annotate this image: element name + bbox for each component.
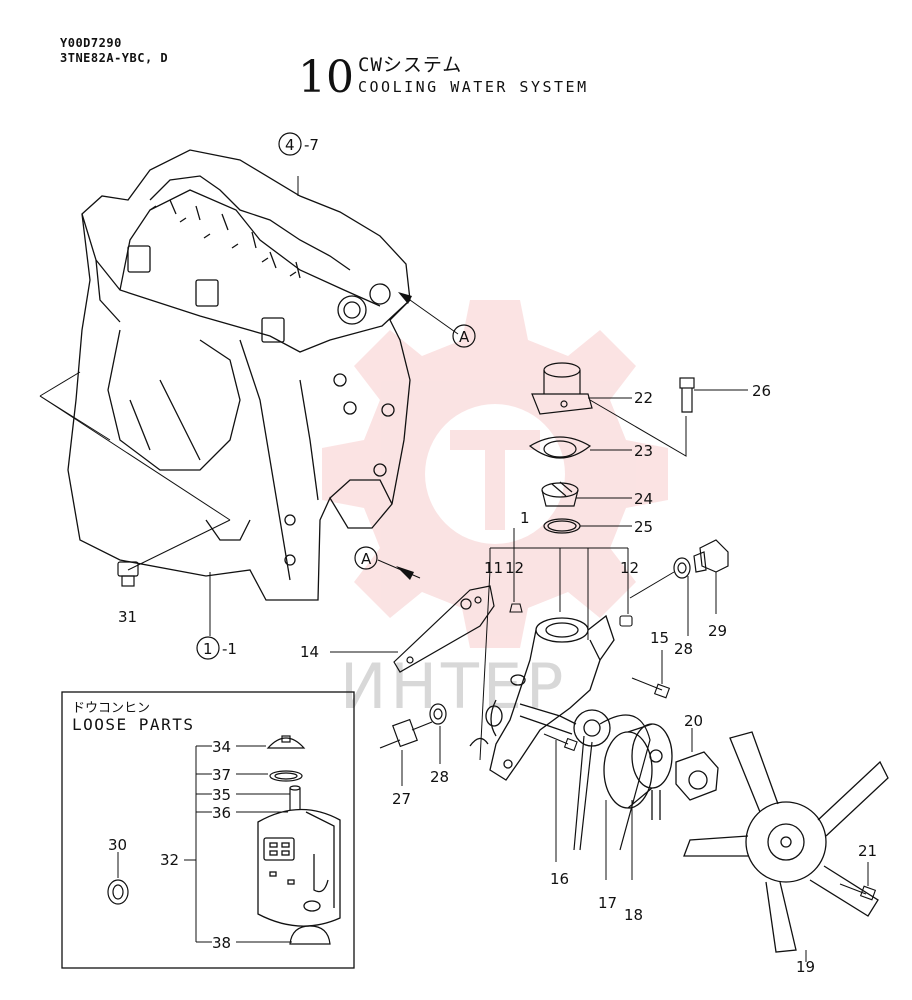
loose-part-30-washer xyxy=(107,852,129,905)
arrow-a2 xyxy=(396,566,414,580)
pulley-18 xyxy=(603,723,673,880)
label-part-29: 29 xyxy=(708,622,727,640)
arrow-a1 xyxy=(398,292,412,304)
label-part-14: 14 xyxy=(300,643,319,661)
loose-parts-title-en: LOOSE PARTS xyxy=(72,715,195,734)
bolt-15 xyxy=(631,650,671,699)
thermostat-cover-22 xyxy=(531,362,632,415)
label-part-38: 38 xyxy=(212,934,231,952)
label-part-25: 25 xyxy=(634,518,653,536)
cooling-fan-19 xyxy=(683,731,889,962)
watermark-text: ИНТЕР xyxy=(340,650,567,723)
label-part-32: 32 xyxy=(160,851,179,869)
loose-parts-title-jp: ドウコンヒン xyxy=(72,701,151,716)
thermostat-24 xyxy=(541,481,632,507)
o-ring-25 xyxy=(543,518,632,534)
callout-block-number: 1 xyxy=(203,640,213,658)
label-part-11: 11 xyxy=(484,559,503,577)
connector-a-circle-1 xyxy=(452,324,476,348)
label-part-31: 31 xyxy=(118,608,137,626)
loose-parts-bracket xyxy=(184,745,292,943)
label-part-27: 27 xyxy=(392,790,411,808)
callout-circle-head xyxy=(278,132,302,156)
catalog-code: Y00D7290 xyxy=(60,36,122,50)
callout-head-number: 4 xyxy=(285,136,295,154)
label-part-28b: 28 xyxy=(674,640,693,658)
connector-a-label-2: A xyxy=(361,550,372,568)
label-part-22: 22 xyxy=(634,389,653,407)
washer-28-left xyxy=(429,703,447,764)
label-part-1: 1 xyxy=(520,509,530,527)
watermark-gear xyxy=(322,300,668,648)
bolt-16 xyxy=(543,733,578,862)
label-part-30: 30 xyxy=(108,836,127,854)
loose-part-34-cap xyxy=(266,735,306,749)
loose-part-labels: 30 32 34 37 35 36 38 xyxy=(108,738,231,952)
label-part-26: 26 xyxy=(752,382,771,400)
label-part-35: 35 xyxy=(212,786,231,804)
label-part-34: 34 xyxy=(212,738,231,756)
engine-block-drawing xyxy=(67,149,411,601)
spacer-20 xyxy=(675,728,719,801)
connector-a-label-1: A xyxy=(459,328,470,346)
section-number: 10 xyxy=(298,52,354,103)
part-14-gasket xyxy=(330,585,495,673)
bracket-part-1 xyxy=(479,528,629,761)
part-31-drain-plug xyxy=(117,561,139,587)
label-part-12a: 12 xyxy=(505,559,524,577)
v-belt-17 xyxy=(573,714,651,880)
loose-part-38-cap xyxy=(289,925,331,945)
label-part-16: 16 xyxy=(550,870,569,888)
callout-head-suffix: -7 xyxy=(304,136,319,154)
label-part-23: 23 xyxy=(634,442,653,460)
label-part-17: 17 xyxy=(598,894,617,912)
section-title-jp: CWシステム xyxy=(358,54,463,76)
washer-28-right xyxy=(629,557,691,636)
bolt-21 xyxy=(839,862,877,901)
label-part-21: 21 xyxy=(858,842,877,860)
label-part-37: 37 xyxy=(212,766,231,784)
bolt-26 xyxy=(589,377,748,457)
gasket-23 xyxy=(528,436,632,459)
callout-circle-block xyxy=(196,636,220,660)
block-leaders xyxy=(39,176,459,636)
label-part-12b: 12 xyxy=(620,559,639,577)
plug-12-left xyxy=(509,578,523,613)
label-part-18: 18 xyxy=(624,906,643,924)
label-part-36: 36 xyxy=(212,804,231,822)
label-part-28a: 28 xyxy=(430,768,449,786)
connector-a-circle-2 xyxy=(354,546,378,570)
label-part-15: 15 xyxy=(650,629,669,647)
plug-12-right xyxy=(619,574,633,627)
plug-29 xyxy=(693,539,729,614)
callout-block-suffix: -1 xyxy=(222,640,237,658)
loose-part-35-36-neck xyxy=(289,785,301,810)
section-title-en: COOLING WATER SYSTEM xyxy=(358,78,589,96)
loose-part-32-tank xyxy=(257,808,341,927)
label-part-24: 24 xyxy=(634,490,653,508)
temp-sensor-27 xyxy=(379,718,433,786)
loose-parts-box xyxy=(61,691,355,969)
loose-part-37-ring xyxy=(269,770,303,782)
engine-model: 3TNE82A-YBC, D xyxy=(60,51,169,65)
label-part-19: 19 xyxy=(796,958,815,976)
part-labels: 1 11 12 12 14 15 16 17 18 19 20 21 22 23… xyxy=(118,382,877,976)
label-part-20: 20 xyxy=(684,712,703,730)
